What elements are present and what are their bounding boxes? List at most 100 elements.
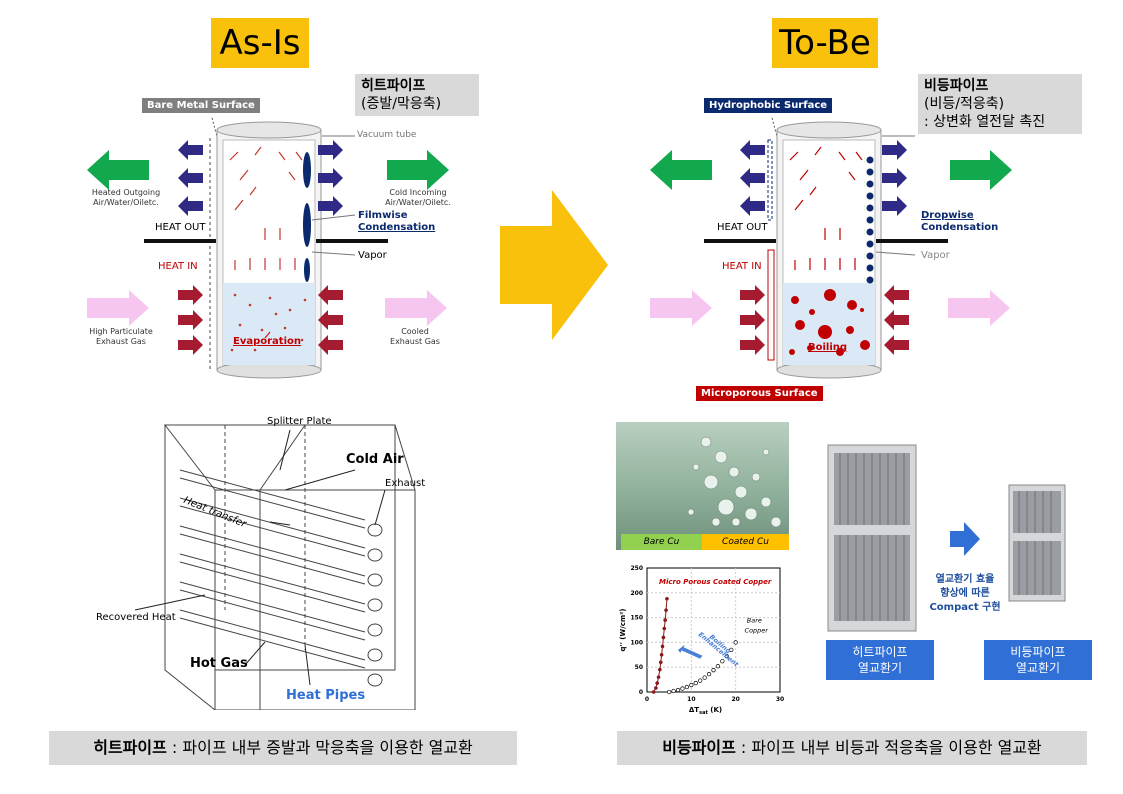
vacuum-tube-label: Vacuum tube <box>357 130 417 140</box>
evaporation-label: Evaporation <box>233 336 302 347</box>
series-label-bare-2: Copper <box>745 626 770 634</box>
filmwise-label: Filmwise Condensation <box>358 210 435 234</box>
transition-arrow-icon <box>500 190 608 340</box>
hot-gas-label: Hot Gas <box>190 656 248 671</box>
heatpipe-diagram <box>144 117 388 379</box>
data-point-bare <box>724 654 729 659</box>
series-label-bare-1: Bare <box>747 617 762 625</box>
bare-cu-band: Bare Cu <box>621 534 702 550</box>
heatpipe-exchanger-line2: 열교환기 <box>857 661 903 675</box>
data-point-bare <box>693 680 698 686</box>
boiling-exchanger-line2: 열교환기 <box>1015 661 1061 675</box>
as-is-caption: 히트파이프 : 파이프 내부 증발과 막응축을 이용한 열교환 <box>49 731 517 765</box>
filmwise-line1: Filmwise <box>358 210 408 221</box>
data-point-coated <box>654 686 658 690</box>
boiling-exhaust-out-arrow-icon <box>948 290 1010 326</box>
to-be-title: To-Be <box>772 18 878 68</box>
y-tick-label: 100 <box>630 639 643 646</box>
heatpipe-exchanger-line1: 히트파이프 <box>852 645 908 659</box>
data-point-coated <box>661 635 666 640</box>
dropwise-line1: Dropwise <box>921 210 974 221</box>
filmwise-line2: Condensation <box>358 222 436 233</box>
x-tick-label: 30 <box>776 696 784 703</box>
boiling-pipe-info-box: 비등파이프 (비등/적응축) : 상변화 열전달 촉진 <box>918 74 1082 134</box>
data-point-coated <box>663 618 667 622</box>
y-axis-label: q'' (W/cm²) <box>619 609 627 652</box>
boiling-pipe-diagram <box>704 117 948 379</box>
boiling-outgoing-arrow-icon <box>650 150 712 190</box>
boiling-heat-out-arrows-right <box>882 140 907 216</box>
boiling-heat-out-arrows-left <box>740 140 765 216</box>
data-point-bare <box>667 689 672 695</box>
recovered-heat-label: Recovered Heat <box>96 612 176 623</box>
heat-in-label-right: HEAT IN <box>722 261 762 272</box>
as-is-caption-bold: 히트파이프 <box>93 738 167 757</box>
boiling-pipe-subtitle: (비등/적응축) <box>924 96 1005 112</box>
x-axis-label: ΔTsat (K) <box>689 706 722 716</box>
bare-metal-surface-tag: Bare Metal Surface <box>142 98 260 113</box>
heated-outgoing-label: Heated Outgoing Air/Water/Oiletc. <box>91 188 161 207</box>
compact-note-line3: Compact 구현 <box>929 602 1001 613</box>
x-tick-label: 10 <box>687 696 695 703</box>
heat-pipes-label: Heat Pipes <box>286 688 366 703</box>
heat-out-label-left: HEAT OUT <box>155 222 206 233</box>
vapor-label-right: Vapor <box>921 250 950 261</box>
data-point-coated <box>665 596 669 601</box>
y-tick-label: 150 <box>630 615 643 622</box>
to-be-caption-text: : 파이프 내부 비등과 적응축을 이용한 열교환 <box>735 738 1042 757</box>
heat-in-arrows-right <box>318 285 343 355</box>
y-tick-label: 200 <box>630 590 643 597</box>
heat-in-arrows-left <box>178 285 203 355</box>
cold-air-label: Cold Air <box>346 452 404 467</box>
boiling-incoming-arrow-icon <box>950 150 1012 190</box>
boiling-exchanger-photo <box>1008 484 1066 602</box>
data-point-coated <box>656 675 661 679</box>
data-point-bare <box>680 686 685 691</box>
boiling-pipe-note: : 상변화 열전달 촉진 <box>924 114 1046 130</box>
heat-out-label-right: HEAT OUT <box>717 222 768 233</box>
to-be-caption-bold: 비등파이프 <box>662 738 736 757</box>
heat-exchanger-drawing <box>134 423 416 710</box>
data-point-coated <box>655 681 659 685</box>
x-tick-label: 0 <box>645 696 649 703</box>
x-axis-label-sub: sat <box>699 710 708 716</box>
heated-outgoing-arrow-icon <box>87 150 149 190</box>
compact-note-line2: 향상에 따른 <box>940 588 990 599</box>
vapor-label-left: Vapor <box>358 250 387 261</box>
bubbles-image <box>687 436 782 528</box>
x-tick-label: 20 <box>731 696 739 703</box>
cooled-exhaust-label: Cooled Exhaust Gas <box>390 327 440 346</box>
hydrophobic-surface-tag: Hydrophobic Surface <box>704 98 833 113</box>
data-point-bare <box>684 684 690 690</box>
compact-note: 열교환기 효율 향상에 따른 Compact 구현 <box>922 573 1008 615</box>
heat-in-label-left: HEAT IN <box>158 261 198 272</box>
heatpipe-subtitle: (증발/막응축) <box>361 96 442 112</box>
data-point-bare <box>729 647 734 652</box>
x-axis-label-unit: (K) <box>708 706 722 714</box>
series-label-coated: Micro Porous Coated Copper <box>659 578 772 586</box>
data-point-bare <box>720 659 725 664</box>
data-point-bare <box>715 664 721 669</box>
cold-incoming-arrow-icon <box>387 150 449 190</box>
data-point-coated <box>658 667 662 672</box>
data-point-coated <box>651 690 656 694</box>
to-be-caption: 비등파이프 : 파이프 내부 비등과 적응축을 이용한 열교환 <box>617 731 1087 765</box>
coated-cu-band: Coated Cu <box>702 534 789 550</box>
microporous-surface-tag: Microporous Surface <box>696 386 823 401</box>
data-point-bare <box>702 675 707 680</box>
boiling-exchanger-label: 비등파이프 열교환기 <box>984 640 1092 680</box>
data-point-bare <box>733 640 738 645</box>
exhaust-in-arrow-icon <box>87 290 149 326</box>
y-tick-label: 50 <box>635 664 643 671</box>
boiling-heat-in-arrows-right <box>884 285 909 355</box>
exhaust-label: Exhaust <box>385 478 426 489</box>
heat-out-arrows-right <box>318 140 343 216</box>
data-point-bare <box>689 682 694 688</box>
boiling-label: Boiling <box>808 342 848 353</box>
compact-note-line1: 열교환기 효율 <box>935 574 995 585</box>
boiling-heat-in-arrows-left <box>740 285 765 355</box>
data-point-bare <box>711 668 716 673</box>
heat-out-arrows-left <box>178 140 203 216</box>
dropwise-label: Dropwise Condensation <box>921 210 998 234</box>
